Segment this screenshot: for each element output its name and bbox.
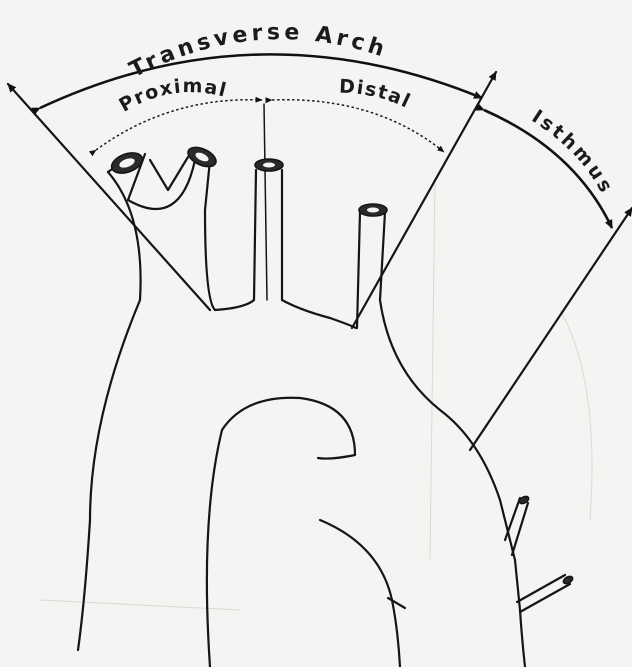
distal-boundary-line (352, 72, 496, 328)
paper-texture (40, 180, 592, 610)
transverse-arch-label: Transverse Arch (126, 20, 391, 83)
proximal-arc (96, 100, 262, 150)
isthmus-boundary-line (470, 208, 632, 450)
isthmus-label: Isthmus (528, 106, 618, 199)
midline-boundary-line (264, 104, 267, 300)
distal-arc (272, 100, 444, 152)
distal-label: Distal (339, 75, 415, 113)
